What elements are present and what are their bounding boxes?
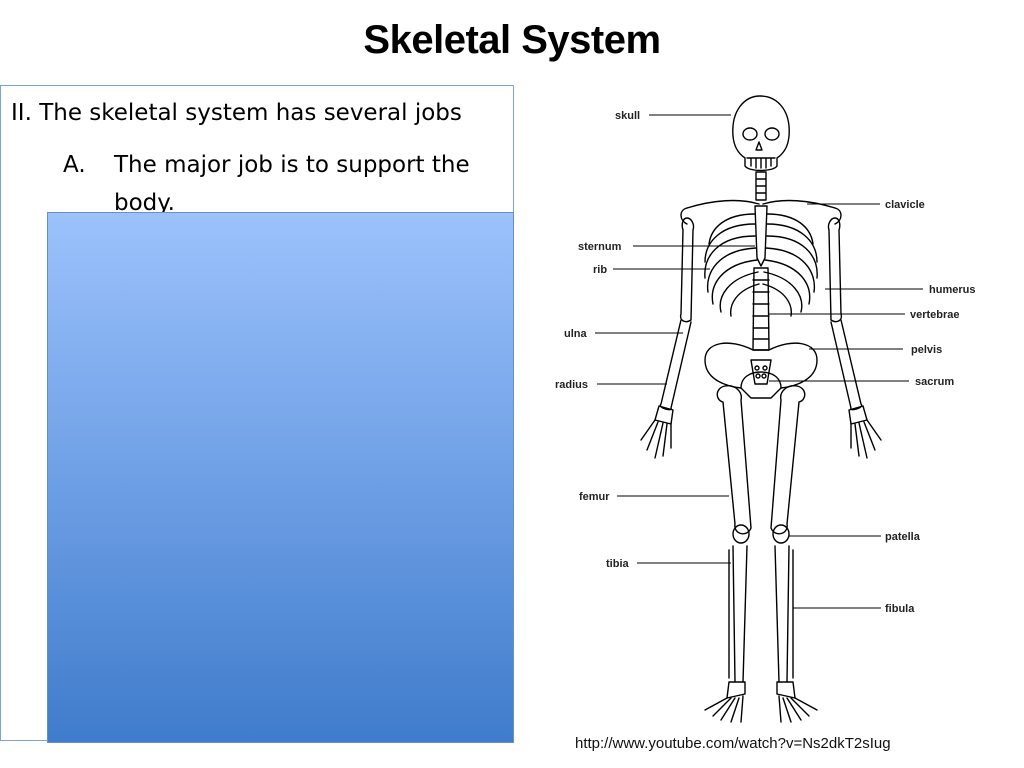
- label-sacrum: sacrum: [915, 376, 954, 388]
- bullet-level-1: II. The skeletal system has several jobs: [11, 100, 462, 126]
- sacrum-shape: [750, 359, 772, 385]
- foot-right: [776, 681, 818, 723]
- bullet-level-2: The major job is to support the body.: [114, 152, 470, 216]
- label-humerus: humerus: [929, 284, 975, 296]
- foot-left: [704, 681, 746, 723]
- source-url-link[interactable]: http://www.youtube.com/watch?v=Ns2dkT2sI…: [575, 735, 891, 752]
- skull-shape: [732, 95, 790, 172]
- humerus-left: [679, 217, 695, 323]
- label-vertebrae: vertebrae: [910, 309, 960, 321]
- embedded-video-placeholder[interactable]: [47, 212, 514, 743]
- spine-shape: [752, 267, 770, 351]
- label-rib: rib: [593, 264, 607, 276]
- slide-title: Skeletal System: [363, 18, 661, 62]
- patella-right: [772, 524, 790, 544]
- label-sternum: sternum: [578, 241, 622, 253]
- skeleton-diagram: skull clavicle sternum rib humerus verte…: [545, 88, 1015, 728]
- humerus-right: [827, 217, 843, 323]
- label-tibia: tibia: [606, 558, 629, 570]
- sternum-shape: [754, 205, 768, 267]
- cervical-spine: [755, 171, 767, 201]
- clavicle-shape: [686, 199, 836, 209]
- femur-left: [716, 385, 752, 535]
- label-patella: patella: [885, 531, 921, 543]
- tibia-right: [774, 545, 790, 683]
- hand-right: [848, 405, 882, 459]
- bullet-marker-a: A.: [63, 152, 86, 178]
- tibia-left: [732, 545, 748, 683]
- label-femur: femur: [579, 491, 610, 503]
- forearm-right: [830, 319, 863, 411]
- label-ulna: ulna: [564, 328, 587, 340]
- femur-right: [770, 385, 806, 535]
- skeleton-illustration: skull clavicle sternum rib humerus verte…: [555, 95, 975, 723]
- label-radius: radius: [555, 379, 588, 391]
- hand-left: [640, 405, 674, 459]
- label-pelvis: pelvis: [911, 344, 942, 356]
- label-fibula: fibula: [885, 603, 915, 615]
- pelvis-shape: [704, 342, 818, 399]
- label-skull: skull: [615, 110, 640, 122]
- label-clavicle: clavicle: [885, 199, 925, 211]
- patella-left: [732, 524, 750, 544]
